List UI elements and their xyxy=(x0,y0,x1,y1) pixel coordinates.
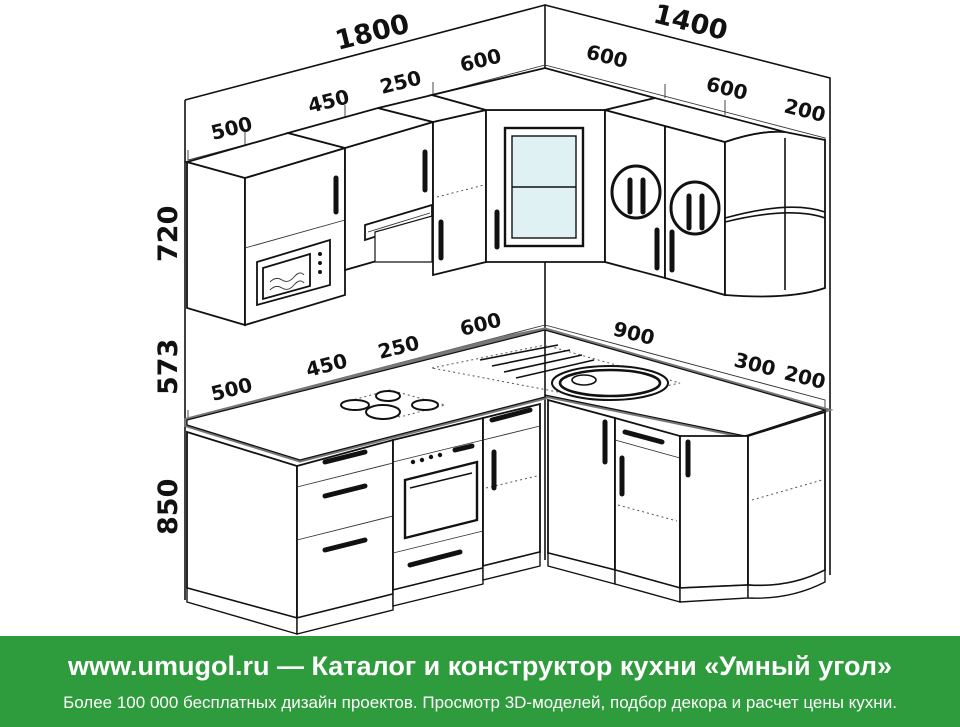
footer-banner: www.umugol.ru — Каталог и конструктор ку… xyxy=(0,636,960,727)
dim-upper-right-1: 600 xyxy=(584,40,630,73)
dim-upper-right-2: 600 xyxy=(704,72,750,105)
dim-upper-right-3: 200 xyxy=(782,94,828,127)
dim-upper-left-4: 600 xyxy=(457,43,503,76)
dim-lower-right-2: 300 xyxy=(732,348,778,381)
dim-lower-left-2: 450 xyxy=(303,348,349,381)
lower-cabinets-right xyxy=(547,398,826,603)
lower-cabinets-left xyxy=(186,402,541,635)
banner-subtitle: Более 100 000 бесплатных дизайн проектов… xyxy=(63,693,897,712)
banner-title[interactable]: www.umugol.ru — Каталог и конструктор ку… xyxy=(68,651,892,681)
dim-lower-right-3: 200 xyxy=(782,361,828,394)
upper-corner-cabinet xyxy=(428,67,656,263)
dim-height-upper: 720 xyxy=(153,206,184,262)
kitchen-diagram: 1800 1400 500 450 250 600 600 600 200 50… xyxy=(153,0,834,635)
microwave xyxy=(256,238,331,307)
sink xyxy=(431,344,681,401)
dim-height-gap: 573 xyxy=(153,339,184,395)
dim-top-left-total: 1800 xyxy=(332,9,412,57)
upper-cabinets-right xyxy=(604,97,826,298)
countertop xyxy=(184,327,834,463)
oven xyxy=(392,416,484,607)
dim-upper-left-1: 500 xyxy=(208,111,254,144)
dim-height-lower: 850 xyxy=(153,479,184,535)
range-hood xyxy=(364,203,433,263)
dim-upper-left-3: 250 xyxy=(377,65,423,98)
upper-cabinets-left xyxy=(183,94,487,327)
cutlery-icon xyxy=(610,164,662,220)
dim-lower-left-1: 500 xyxy=(208,372,254,405)
dim-lower-left-4: 600 xyxy=(457,307,503,340)
cooktop xyxy=(340,389,447,420)
cutlery-icon xyxy=(669,180,721,236)
dim-top-right-total: 1400 xyxy=(650,0,730,47)
